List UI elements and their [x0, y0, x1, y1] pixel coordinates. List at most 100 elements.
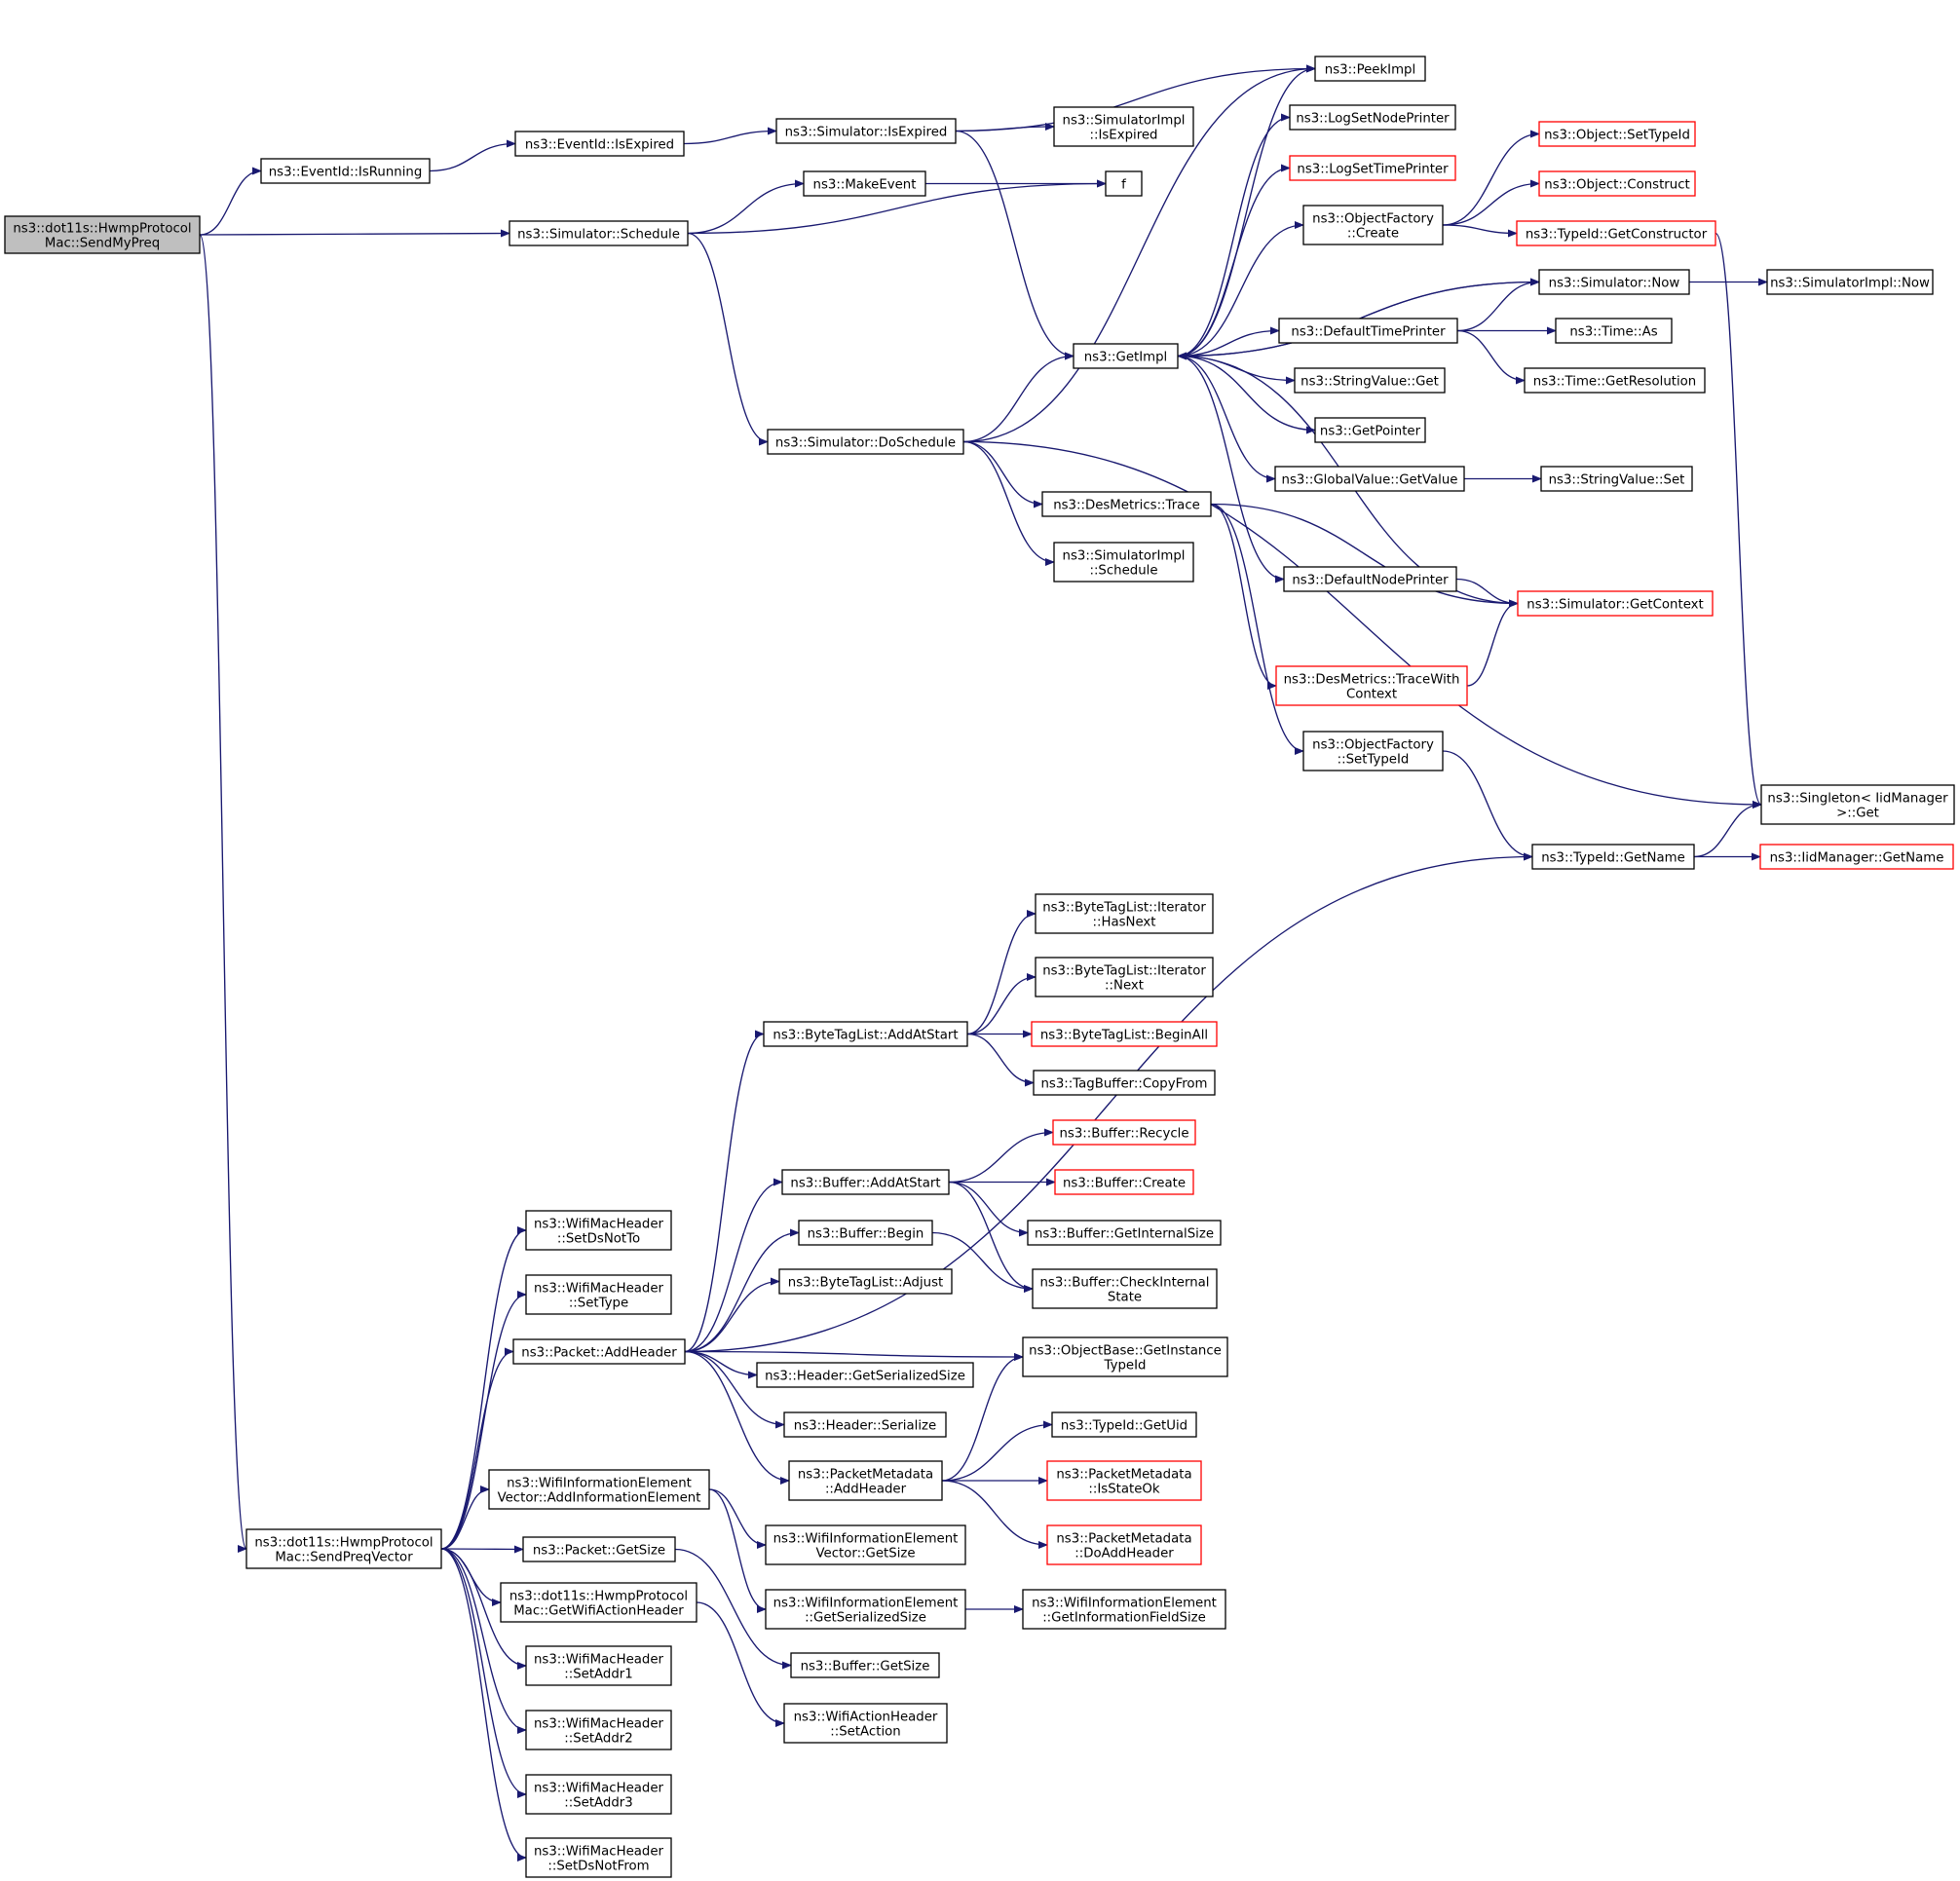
node-label: ns3::WifiMacHeader — [534, 1782, 664, 1796]
node-singleton-get[interactable]: ns3::Singleton< IidManager>::Get — [1760, 784, 1955, 825]
node-dm-trace[interactable]: ns3::DesMetrics::Trace — [1041, 491, 1212, 517]
node-wie-get-serialized-size[interactable]: ns3::WifiInformationElement::GetSerializ… — [765, 1589, 966, 1630]
node-get-context[interactable]: ns3::Simulator::GetContext — [1517, 590, 1714, 617]
node-do-schedule[interactable]: ns3::Simulator::DoSchedule — [767, 429, 964, 455]
edge-pkt-add-header-to-btl-adjust — [684, 1277, 780, 1353]
node-it-has-next[interactable]: ns3::ByteTagList::Iterator::HasNext — [1035, 893, 1214, 934]
edge-default-time-printer-to-sim-now — [1456, 278, 1540, 332]
node-get-constructor[interactable]: ns3::TypeId::GetConstructor — [1516, 220, 1716, 246]
node-str-get[interactable]: ns3::StringValue::Get — [1294, 367, 1446, 394]
node-label: ns3::EventId::IsExpired — [525, 138, 674, 153]
node-get-resolution[interactable]: ns3::Time::GetResolution — [1524, 367, 1706, 394]
node-wie-vec-add-ie[interactable]: ns3::WifiInformationElementVector::AddIn… — [488, 1469, 710, 1510]
node-label: ns3::DesMetrics::TraceWith — [1284, 673, 1460, 688]
node-time-as[interactable]: ns3::Time::As — [1555, 318, 1673, 344]
edge-get-impl-to-log-set-time-printer — [1177, 164, 1291, 357]
node-label: ns3::PacketMetadata — [1056, 1532, 1191, 1547]
node-make-event[interactable]: ns3::MakeEvent — [803, 170, 926, 197]
edge-buf-add-at-start-to-buf-check-internal — [948, 1181, 1034, 1293]
node-label: ns3::dot11s::HwmpProtocol — [254, 1536, 433, 1551]
node-str-set[interactable]: ns3::StringValue::Set — [1540, 466, 1693, 492]
node-default-time-printer[interactable]: ns3::DefaultTimePrinter — [1278, 318, 1458, 344]
node-pm-add-header[interactable]: ns3::PacketMetadata::AddHeader — [788, 1460, 943, 1501]
node-peek-impl[interactable]: ns3::PeekImpl — [1314, 56, 1426, 82]
node-buf-begin[interactable]: ns3::Buffer::Begin — [798, 1220, 933, 1246]
node-pkt-get-size[interactable]: ns3::Packet::GetSize — [522, 1536, 676, 1562]
node-wie-vec-get-size[interactable]: ns3::WifiInformationElementVector::GetSi… — [765, 1524, 966, 1565]
node-label: ::SetAddr2 — [564, 1732, 632, 1747]
node-set-addr1[interactable]: ns3::WifiMacHeader::SetAddr1 — [525, 1645, 672, 1686]
node-box — [1760, 784, 1955, 825]
node-sim-is-expired[interactable]: ns3::Simulator::IsExpired — [775, 118, 957, 144]
node-get-impl[interactable]: ns3::GetImpl — [1073, 343, 1179, 369]
node-label: ns3::ObjectBase::GetInstance — [1029, 1344, 1222, 1359]
node-obj-set-type-id[interactable]: ns3::Object::SetTypeId — [1538, 121, 1696, 147]
node-of-set-type-id[interactable]: ns3::ObjectFactory::SetTypeId — [1302, 731, 1444, 771]
node-buf-create[interactable]: ns3::Buffer::Create — [1054, 1169, 1194, 1195]
node-buf-add-at-start[interactable]: ns3::Buffer::AddAtStart — [781, 1169, 950, 1195]
node-is-running[interactable]: ns3::EventId::IsRunning — [260, 158, 431, 184]
node-set-addr3[interactable]: ns3::WifiMacHeader::SetAddr3 — [525, 1774, 672, 1815]
node-get-pointer[interactable]: ns3::GetPointer — [1314, 417, 1426, 443]
node-layer: ns3::dot11s::HwmpProtocolMac::SendMyPreq… — [4, 56, 1955, 1878]
node-buf-recycle[interactable]: ns3::Buffer::Recycle — [1052, 1119, 1196, 1146]
node-log-set-node-printer[interactable]: ns3::LogSetNodePrinter — [1289, 104, 1456, 131]
edge-send-preq-vector-to-pkt-get-size — [440, 1545, 524, 1554]
node-wie-get-info-field-size[interactable]: ns3::WifiInformationElement::GetInformat… — [1022, 1589, 1226, 1630]
node-type-id-get-name[interactable]: ns3::TypeId::GetName — [1531, 844, 1695, 870]
node-btl-add-at-start[interactable]: ns3::ByteTagList::AddAtStart — [763, 1021, 968, 1047]
node-pkt-add-header[interactable]: ns3::Packet::AddHeader — [512, 1338, 686, 1365]
node-btl-adjust[interactable]: ns3::ByteTagList::Adjust — [778, 1268, 953, 1295]
edge-btl-add-at-start-to-tb-copy-from — [966, 1033, 1035, 1087]
edge-send-preq-vector-to-set-addr1 — [440, 1548, 527, 1670]
node-label: ns3::WifiInformationElement — [507, 1477, 692, 1491]
edge-send-preq-vector-to-set-ds-not-to — [440, 1226, 527, 1550]
node-label: ::GetInformationFieldSize — [1042, 1611, 1206, 1626]
node-box — [1052, 1119, 1196, 1146]
node-box — [775, 118, 957, 144]
node-set-addr2[interactable]: ns3::WifiMacHeader::SetAddr2 — [525, 1710, 672, 1750]
node-wah-set-action[interactable]: ns3::WifiActionHeader::SetAction — [783, 1703, 948, 1744]
node-btl-begin-all[interactable]: ns3::ByteTagList::BeginAll — [1031, 1021, 1218, 1047]
node-buf-get-size[interactable]: ns3::Buffer::GetSize — [790, 1652, 940, 1678]
node-tb-copy-from[interactable]: ns3::TagBuffer::CopyFrom — [1033, 1070, 1216, 1096]
node-get-wifi-action-header[interactable]: ns3::dot11s::HwmpProtocolMac::GetWifiAct… — [500, 1582, 697, 1623]
node-set-type[interactable]: ns3::WifiMacHeader::SetType — [525, 1274, 672, 1315]
node-impl-is-expired[interactable]: ns3::SimulatorImpl::IsExpired — [1053, 106, 1194, 147]
node-iid-get-name[interactable]: ns3::IidManager::GetName — [1759, 844, 1954, 870]
node-impl-now[interactable]: ns3::SimulatorImpl::Now — [1766, 269, 1934, 295]
node-f[interactable]: f — [1105, 170, 1143, 197]
edge-pkt-add-header-to-hdr-serialize — [684, 1350, 785, 1429]
node-hdr-get-serialized-size[interactable]: ns3::Header::GetSerializedSize — [756, 1362, 974, 1388]
node-box — [1531, 844, 1695, 870]
node-send-preq-vector[interactable]: ns3::dot11s::HwmpProtocolMac::SendPreqVe… — [245, 1528, 442, 1569]
node-log-set-time-printer[interactable]: ns3::LogSetTimePrinter — [1289, 155, 1456, 181]
node-box — [1035, 893, 1214, 934]
node-obj-construct[interactable]: ns3::Object::Construct — [1538, 170, 1696, 197]
node-buf-get-internal-size[interactable]: ns3::Buffer::GetInternalSize — [1027, 1220, 1222, 1246]
node-it-next[interactable]: ns3::ByteTagList::Iterator::Next — [1035, 957, 1214, 997]
edge-pkt-get-size-to-buf-get-size — [674, 1548, 792, 1670]
node-event-is-expired[interactable]: ns3::EventId::IsExpired — [514, 131, 685, 157]
node-box — [512, 1338, 686, 1365]
node-label: ns3::ByteTagList::Iterator — [1042, 901, 1206, 916]
node-pm-is-state-ok[interactable]: ns3::PacketMetadata::IsStateOk — [1046, 1460, 1202, 1501]
node-schedule[interactable]: ns3::Simulator::Schedule — [509, 220, 689, 246]
node-hdr-serialize[interactable]: ns3::Header::Serialize — [783, 1411, 947, 1438]
node-label: ::Next — [1105, 979, 1144, 994]
node-set-ds-not-from[interactable]: ns3::WifiMacHeader::SetDsNotFrom — [525, 1837, 672, 1878]
node-box — [260, 158, 431, 184]
node-of-create[interactable]: ns3::ObjectFactory::Create — [1302, 205, 1444, 245]
node-pm-do-add-header[interactable]: ns3::PacketMetadata::DoAddHeader — [1046, 1524, 1202, 1565]
node-type-id-get-uid[interactable]: ns3::TypeId::GetUid — [1051, 1411, 1197, 1438]
node-impl-schedule[interactable]: ns3::SimulatorImpl::Schedule — [1053, 542, 1194, 583]
node-sim-now[interactable]: ns3::Simulator::Now — [1538, 269, 1690, 295]
node-set-ds-not-to[interactable]: ns3::WifiMacHeader::SetDsNotTo — [525, 1210, 672, 1251]
node-default-node-printer[interactable]: ns3::DefaultNodePrinter — [1283, 566, 1457, 592]
node-gv-get-value[interactable]: ns3::GlobalValue::GetValue — [1274, 466, 1465, 492]
